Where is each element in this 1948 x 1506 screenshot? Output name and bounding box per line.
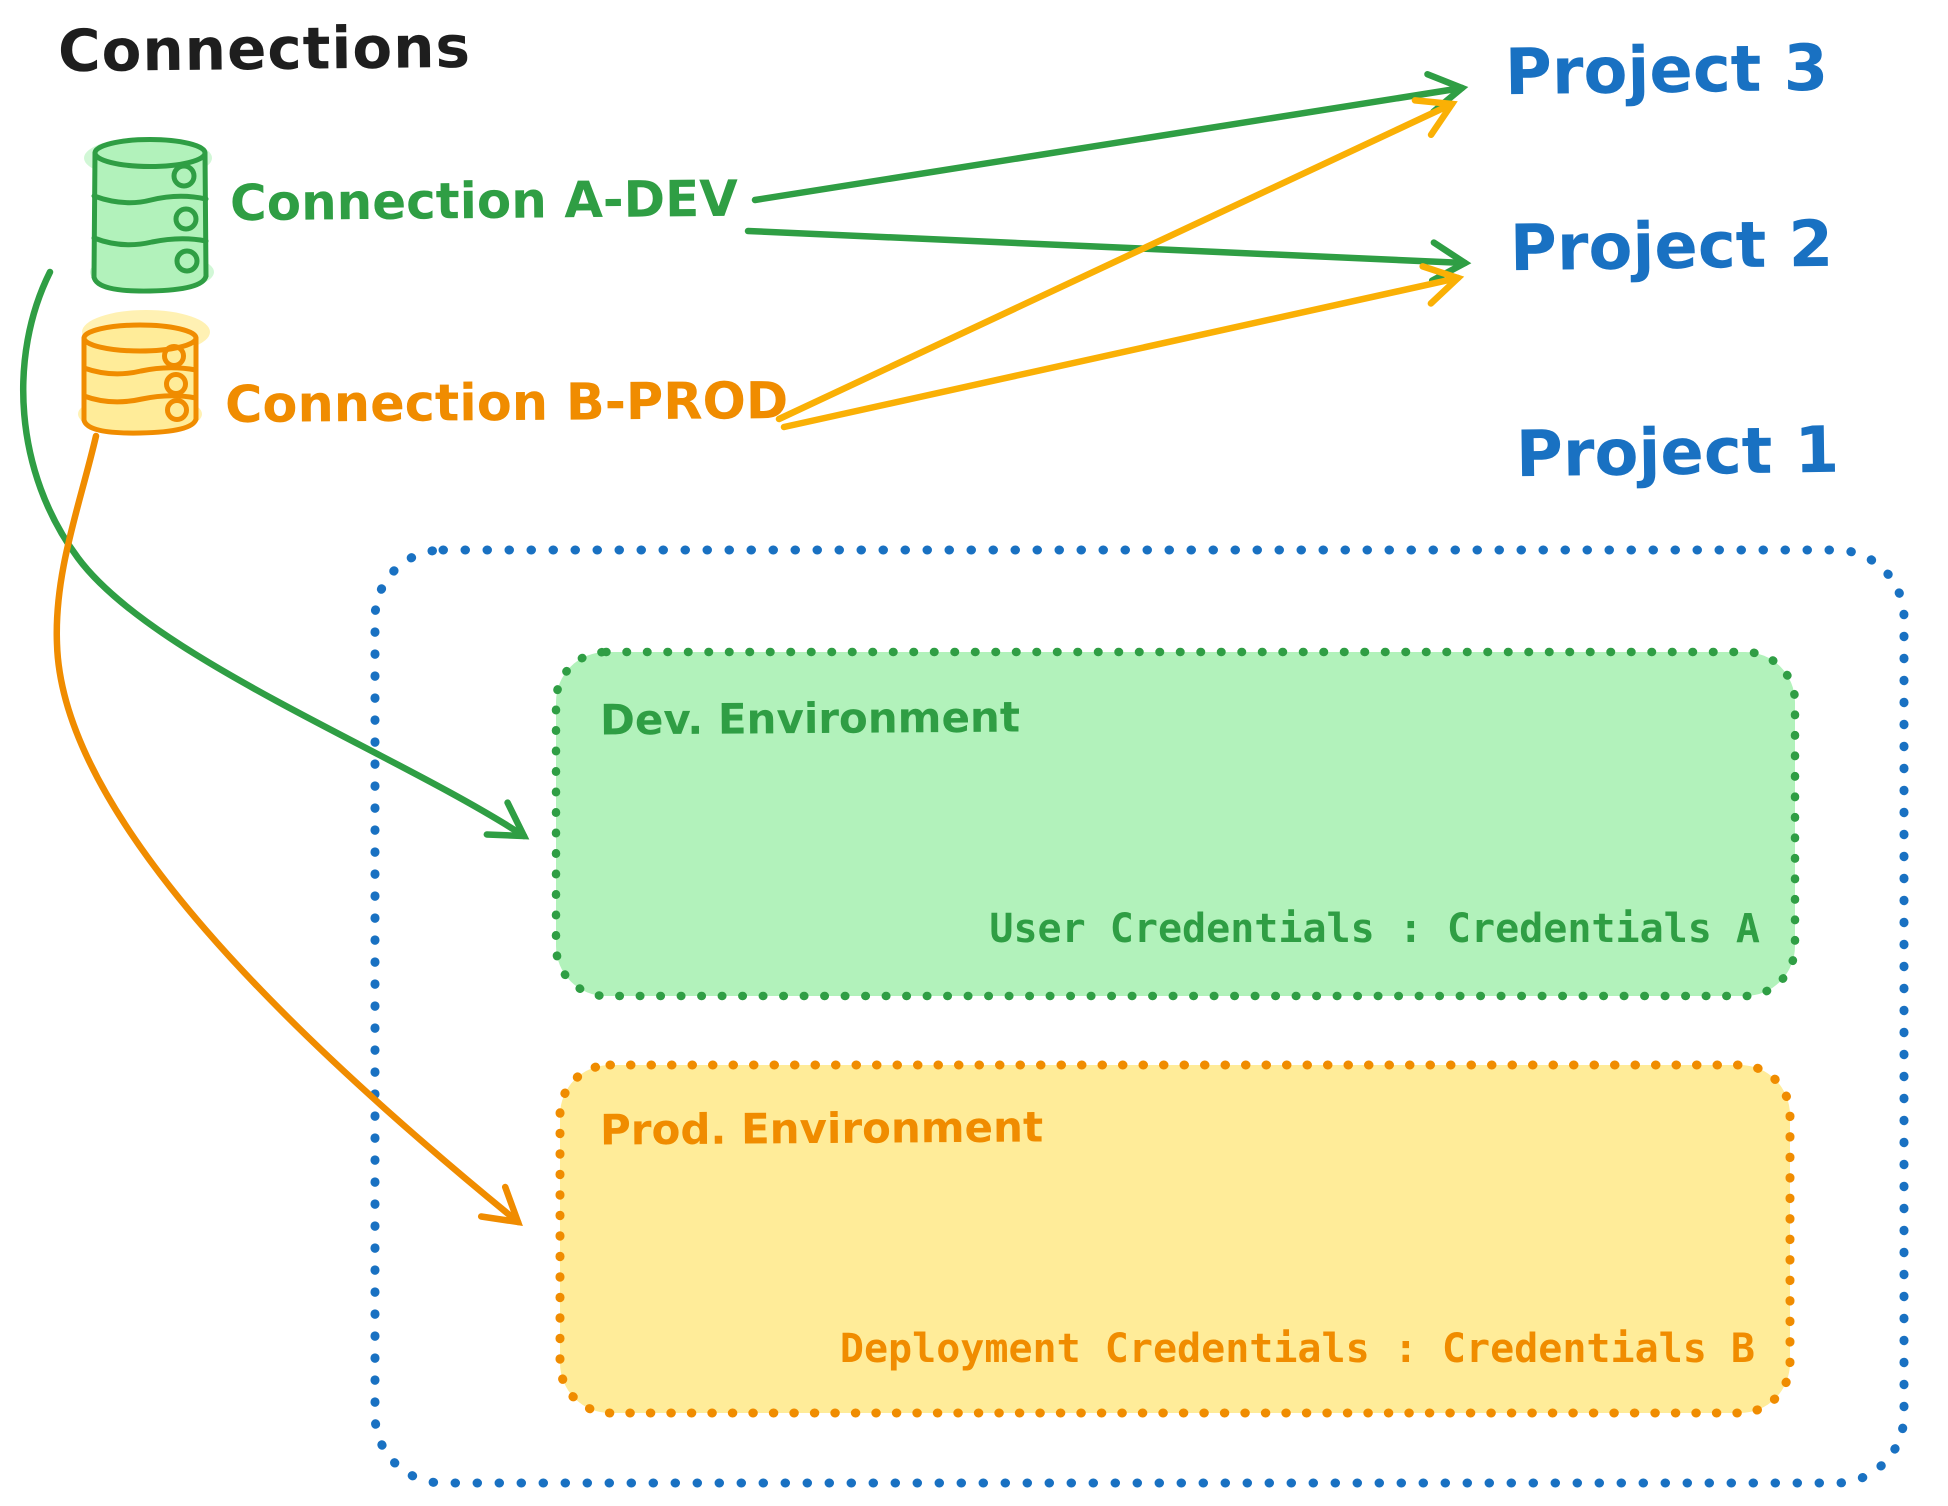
prod-environment-box [555,1060,1795,1418]
arrow-a-dev-to-project-2 [744,227,1472,284]
project-1-container-box [370,545,1909,1488]
arrow-a-dev-to-project-3 [751,70,1469,204]
database-icon-a-dev [84,137,214,294]
project-2-label: Project 2 [1509,207,1834,287]
arrow-b-prod-to-project-3 [775,97,1458,423]
prod-environment-credentials-text: Deployment Credentials : Credentials B [839,1326,1755,1372]
arrow-b-prod-to-project-2 [780,263,1465,431]
dev-environment-box [551,647,1800,1001]
project-1-label: Project 1 [1515,413,1840,493]
prod-environment-title: Prod. Environment [599,1102,1044,1155]
project-3-label: Project 3 [1504,31,1829,111]
arrow-b-prod-to-prod-environment [53,432,523,1227]
diagram-title: Connections [57,12,472,86]
dev-environment-title: Dev. Environment [599,692,1021,745]
dev-environment-credentials-text: User Credentials : Credentials A [989,906,1760,952]
arrow-a-dev-to-dev-environment [20,268,530,840]
connection-a-dev-label: Connection A-DEV [229,169,739,233]
database-icon-b-prod [78,310,210,436]
connection-b-prod-label: Connection B-PROD [224,372,789,435]
